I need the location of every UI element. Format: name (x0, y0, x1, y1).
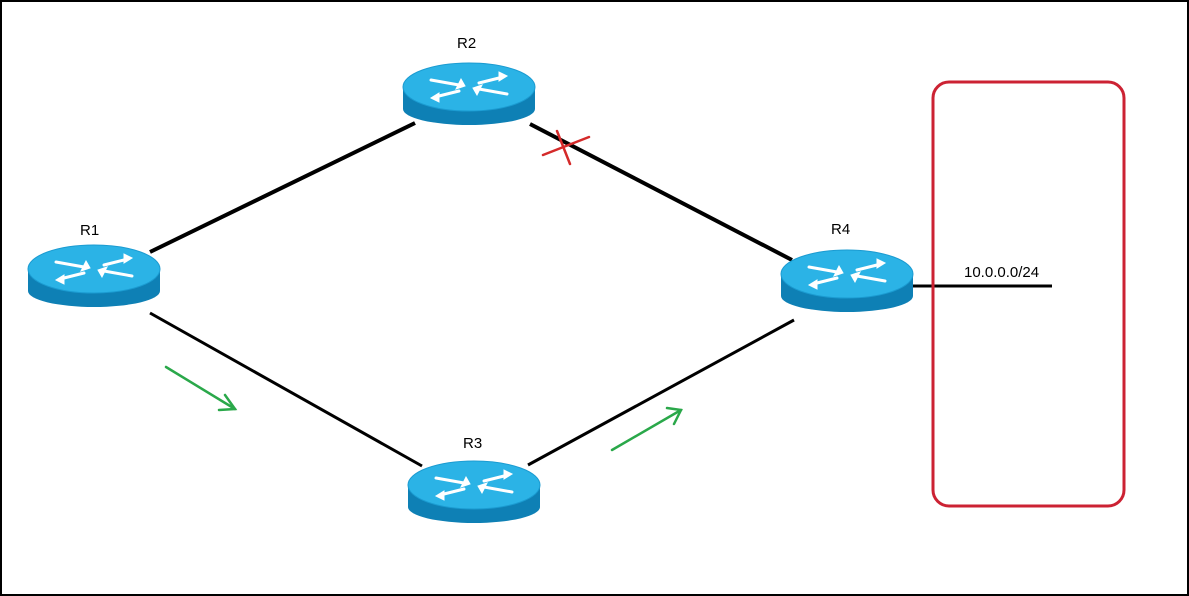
router-label: R1 (80, 222, 99, 239)
router-icon (779, 248, 915, 314)
router-icon (401, 61, 537, 127)
router-icon (406, 459, 542, 525)
router-label: R2 (457, 35, 476, 52)
router-r2[interactable]: R2 (401, 35, 537, 127)
arrow-icon (164, 365, 238, 412)
link-r3-r4 (527, 318, 795, 467)
network-10-0-0-0-box (931, 80, 1126, 508)
link-r1-r2 (149, 121, 416, 254)
link-r1-r3 (149, 311, 423, 468)
router-label: R4 (831, 221, 850, 238)
network-label: 10.0.0.0/24 (964, 264, 1039, 281)
router-label: R3 (463, 435, 482, 452)
router-r3[interactable]: R3 (406, 435, 542, 525)
link-r2-r4 (529, 122, 793, 262)
arrow-icon (610, 406, 683, 452)
router-r4[interactable]: R4 (779, 221, 915, 314)
router-r1[interactable]: R1 (26, 222, 162, 309)
x-mark-icon (541, 129, 591, 166)
router-icon (26, 243, 162, 309)
